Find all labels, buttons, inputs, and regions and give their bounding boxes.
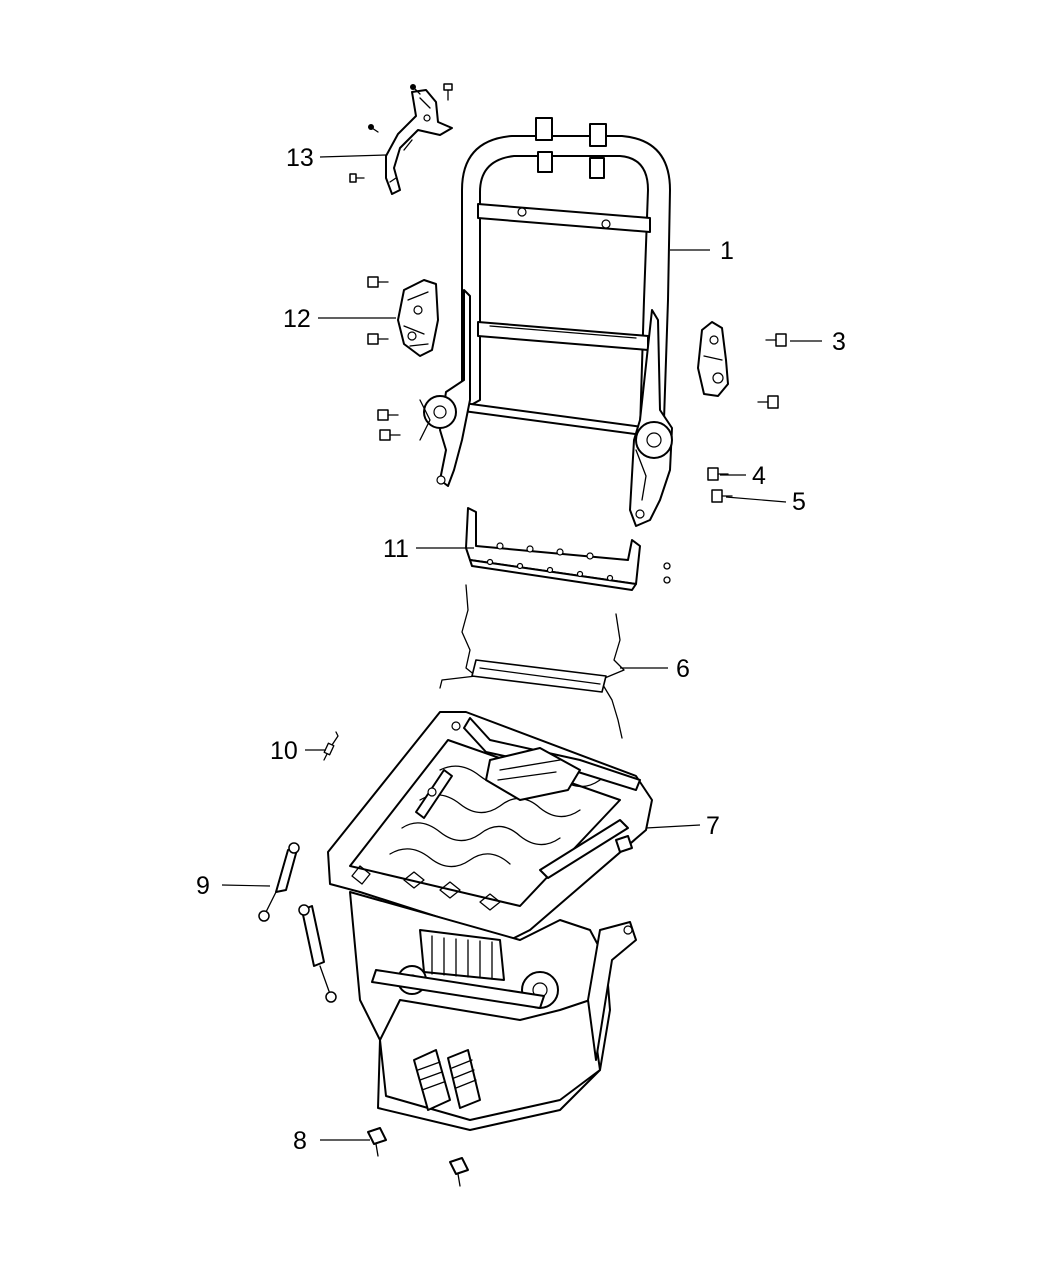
part-4-bolt: [707, 467, 729, 481]
callout-10: 10: [270, 737, 298, 765]
part-9-strut-b: [298, 904, 337, 1003]
callout-6: 6: [676, 655, 690, 683]
part-1-seatback-frame: [419, 117, 673, 527]
callout-8: 8: [293, 1127, 307, 1155]
part-3-bolts: [757, 333, 787, 409]
leader-9: [221, 884, 271, 887]
part-6-wire-suspension: [439, 584, 625, 739]
leader-13: [319, 154, 387, 158]
part-12-bolts: [367, 276, 401, 441]
part-9-strut-a: [258, 842, 300, 922]
part-7-cushion-frame: [327, 711, 653, 1131]
callout-13: 13: [286, 144, 314, 172]
callout-3: 3: [832, 328, 846, 356]
leader-5: [725, 496, 787, 503]
callout-4: 4: [752, 462, 766, 490]
part-8-bolt-b: [449, 1157, 469, 1187]
callout-7: 7: [706, 812, 720, 840]
callout-9: 9: [196, 872, 210, 900]
leader-7: [645, 824, 701, 829]
callout-11: 11: [383, 535, 409, 563]
callout-5: 5: [792, 488, 806, 516]
callout-12: 12: [283, 305, 311, 333]
part-10-spring: [323, 731, 339, 761]
part-3-right-bracket: [697, 321, 729, 397]
part-8-bolt-a: [367, 1127, 387, 1157]
part-11-cross-member: [465, 507, 671, 591]
part-13-bracket: [385, 89, 453, 195]
callout-1: 1: [720, 237, 734, 265]
part-13-screws: [349, 83, 453, 183]
part-12-hinge-bracket: [397, 279, 439, 357]
part-5-bolt: [711, 489, 733, 503]
